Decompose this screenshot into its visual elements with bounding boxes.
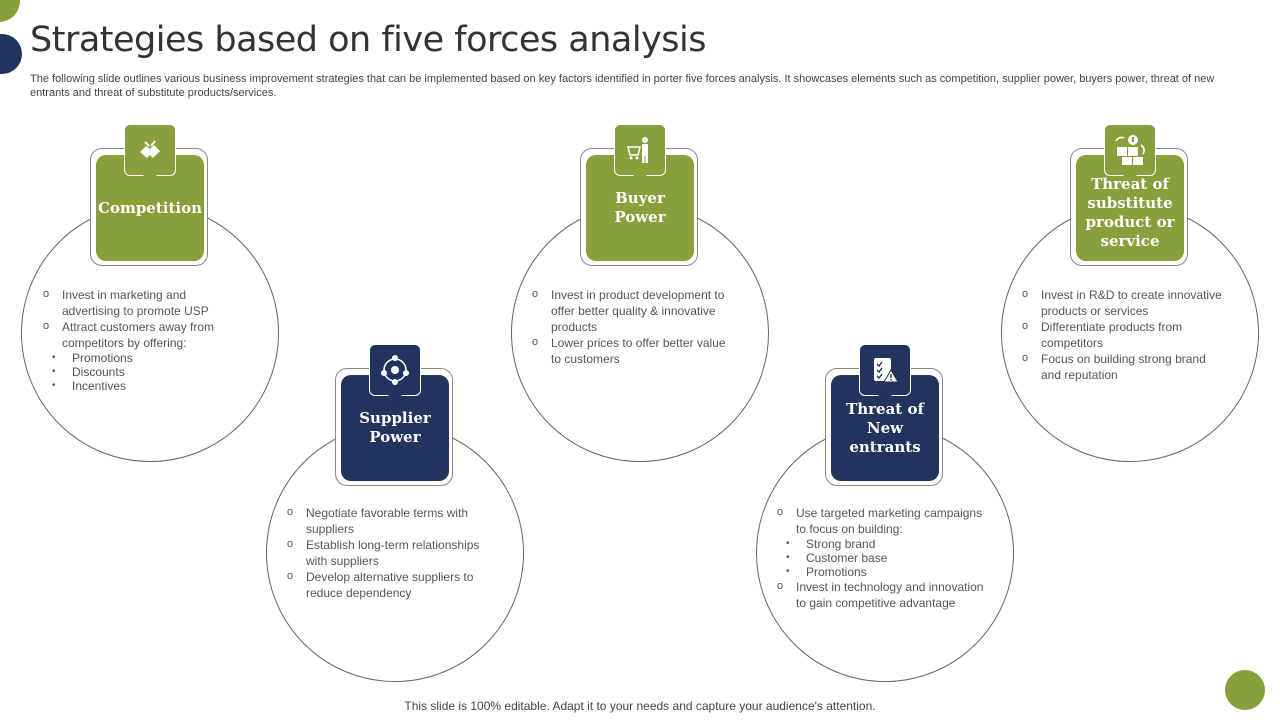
page-title: Strategies based on five forces analysis: [30, 20, 706, 60]
checklist-warning-icon: [859, 344, 911, 396]
tab-pointer: [143, 175, 157, 182]
strategy-item: Negotiate favorable terms with suppliers: [287, 504, 487, 537]
tab-pointer: [1123, 175, 1137, 182]
supplier-network-icon: [369, 344, 421, 396]
strategy-item: Attract customers away from competitors …: [43, 318, 243, 351]
strategy-item: Focus on building strong brand and reput…: [1022, 350, 1227, 383]
force-text-buyer-power: Invest in product development to offer b…: [532, 286, 732, 367]
strategy-item: Invest in technology and innovation to g…: [777, 578, 992, 611]
strategy-item: Invest in product development to offer b…: [532, 286, 732, 335]
strategy-item: Invest in marketing and advertising to p…: [43, 286, 243, 319]
tab-pointer: [633, 175, 647, 182]
shopper-cart-icon: [614, 124, 666, 176]
decorative-circle-green-corner: [1225, 670, 1265, 710]
strategy-item: Lower prices to offer better value to cu…: [532, 334, 732, 367]
force-text-competition: Invest in marketing and advertising to p…: [43, 286, 243, 393]
force-text-threat-substitute: Invest in R&D to create innovative produ…: [1022, 286, 1227, 383]
substitute-boxes-icon: [1104, 124, 1156, 176]
force-text-threat-new-entrants: Use targeted marketing campaigns to focu…: [777, 504, 992, 611]
tab-pointer: [878, 395, 892, 402]
sub-item: Discounts: [43, 365, 243, 379]
sub-item: Strong brand: [777, 537, 992, 551]
tab-pointer: [388, 395, 402, 402]
strategy-item: Develop alternative suppliers to reduce …: [287, 568, 487, 601]
sub-item: Incentives: [43, 379, 243, 393]
strategy-item: Establish long-term relationships with s…: [287, 536, 487, 569]
sub-item: Customer base: [777, 551, 992, 565]
decorative-half-circle-navy: [0, 34, 22, 74]
footer-note: This slide is 100% editable. Adapt it to…: [404, 699, 876, 713]
sub-item: Promotions: [43, 351, 243, 365]
strategy-item: Invest in R&D to create innovative produ…: [1022, 286, 1227, 319]
page-subtitle: The following slide outlines various bus…: [30, 73, 1215, 99]
handshake-icon: [124, 124, 176, 176]
sub-item: Promotions: [777, 565, 992, 579]
force-text-supplier-power: Negotiate favorable terms with suppliers…: [287, 504, 487, 601]
strategy-item: Differentiate products from competitors: [1022, 318, 1227, 351]
strategy-item: Use targeted marketing campaigns to focu…: [777, 504, 992, 537]
decorative-circle-green: [0, 0, 20, 22]
